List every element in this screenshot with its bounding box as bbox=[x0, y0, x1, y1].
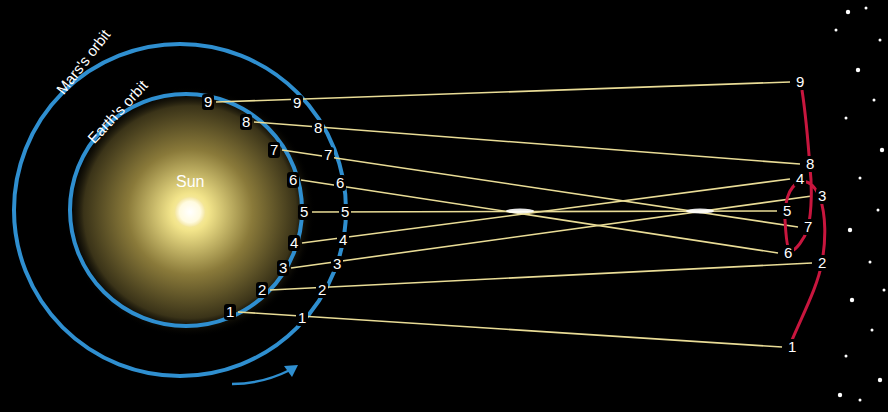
earth-position-number: 8 bbox=[240, 114, 252, 130]
star bbox=[848, 228, 852, 232]
earth-position-number: 5 bbox=[298, 204, 310, 220]
sky-position-number: 7 bbox=[802, 219, 814, 235]
earth-position-number: 1 bbox=[224, 304, 236, 320]
earth-position-number: 6 bbox=[287, 172, 299, 188]
star bbox=[850, 298, 854, 302]
star bbox=[880, 148, 884, 152]
sight-line bbox=[282, 150, 798, 227]
star bbox=[835, 29, 838, 32]
earth-position-number: 7 bbox=[268, 142, 280, 158]
sky-position-number: 8 bbox=[804, 156, 816, 172]
star bbox=[883, 289, 886, 292]
orbit-direction-arrow bbox=[232, 370, 290, 384]
sun-disk bbox=[175, 197, 205, 227]
sight-line bbox=[270, 263, 812, 290]
crossing-highlight bbox=[506, 209, 534, 214]
mars-position-number: 4 bbox=[337, 232, 349, 248]
star bbox=[838, 393, 842, 397]
sky-position-number: 2 bbox=[816, 255, 828, 271]
sun-label: Sun bbox=[174, 174, 206, 190]
mars-position-number: 2 bbox=[316, 282, 328, 298]
orbit-direction-arrowhead bbox=[284, 365, 298, 377]
star bbox=[877, 209, 880, 212]
sky-position-number: 4 bbox=[794, 171, 806, 187]
sight-line bbox=[238, 312, 782, 347]
mars-position-number: 9 bbox=[291, 95, 303, 111]
sight-line bbox=[291, 196, 812, 268]
star bbox=[879, 39, 882, 42]
star bbox=[869, 261, 872, 264]
sky-position-number: 3 bbox=[816, 188, 828, 204]
mars-position-number: 3 bbox=[331, 256, 343, 272]
sky-position-number: 6 bbox=[782, 245, 794, 261]
mars-position-number: 8 bbox=[312, 120, 324, 136]
mars-position-number: 7 bbox=[322, 147, 334, 163]
star bbox=[845, 117, 848, 120]
star bbox=[846, 10, 850, 14]
star bbox=[865, 7, 868, 10]
star bbox=[845, 355, 848, 358]
mars-position-number: 6 bbox=[334, 175, 346, 191]
star bbox=[871, 329, 874, 332]
earth-position-number: 2 bbox=[256, 282, 268, 298]
star bbox=[878, 378, 882, 382]
sight-line bbox=[301, 180, 778, 253]
star bbox=[856, 68, 860, 72]
earth-position-number: 9 bbox=[202, 94, 214, 110]
earth-position-number: 4 bbox=[288, 235, 300, 251]
sight-line bbox=[254, 122, 800, 164]
sky-position-number: 9 bbox=[794, 74, 806, 90]
star bbox=[859, 399, 862, 402]
sky-position-number: 5 bbox=[781, 203, 793, 219]
crossing-highlight bbox=[686, 209, 714, 214]
earth-position-number: 3 bbox=[277, 260, 289, 276]
star bbox=[873, 99, 876, 102]
star bbox=[859, 177, 862, 180]
mars-position-number: 1 bbox=[296, 310, 308, 326]
mars-position-number: 5 bbox=[339, 204, 351, 220]
sky-position-number: 1 bbox=[786, 339, 798, 355]
